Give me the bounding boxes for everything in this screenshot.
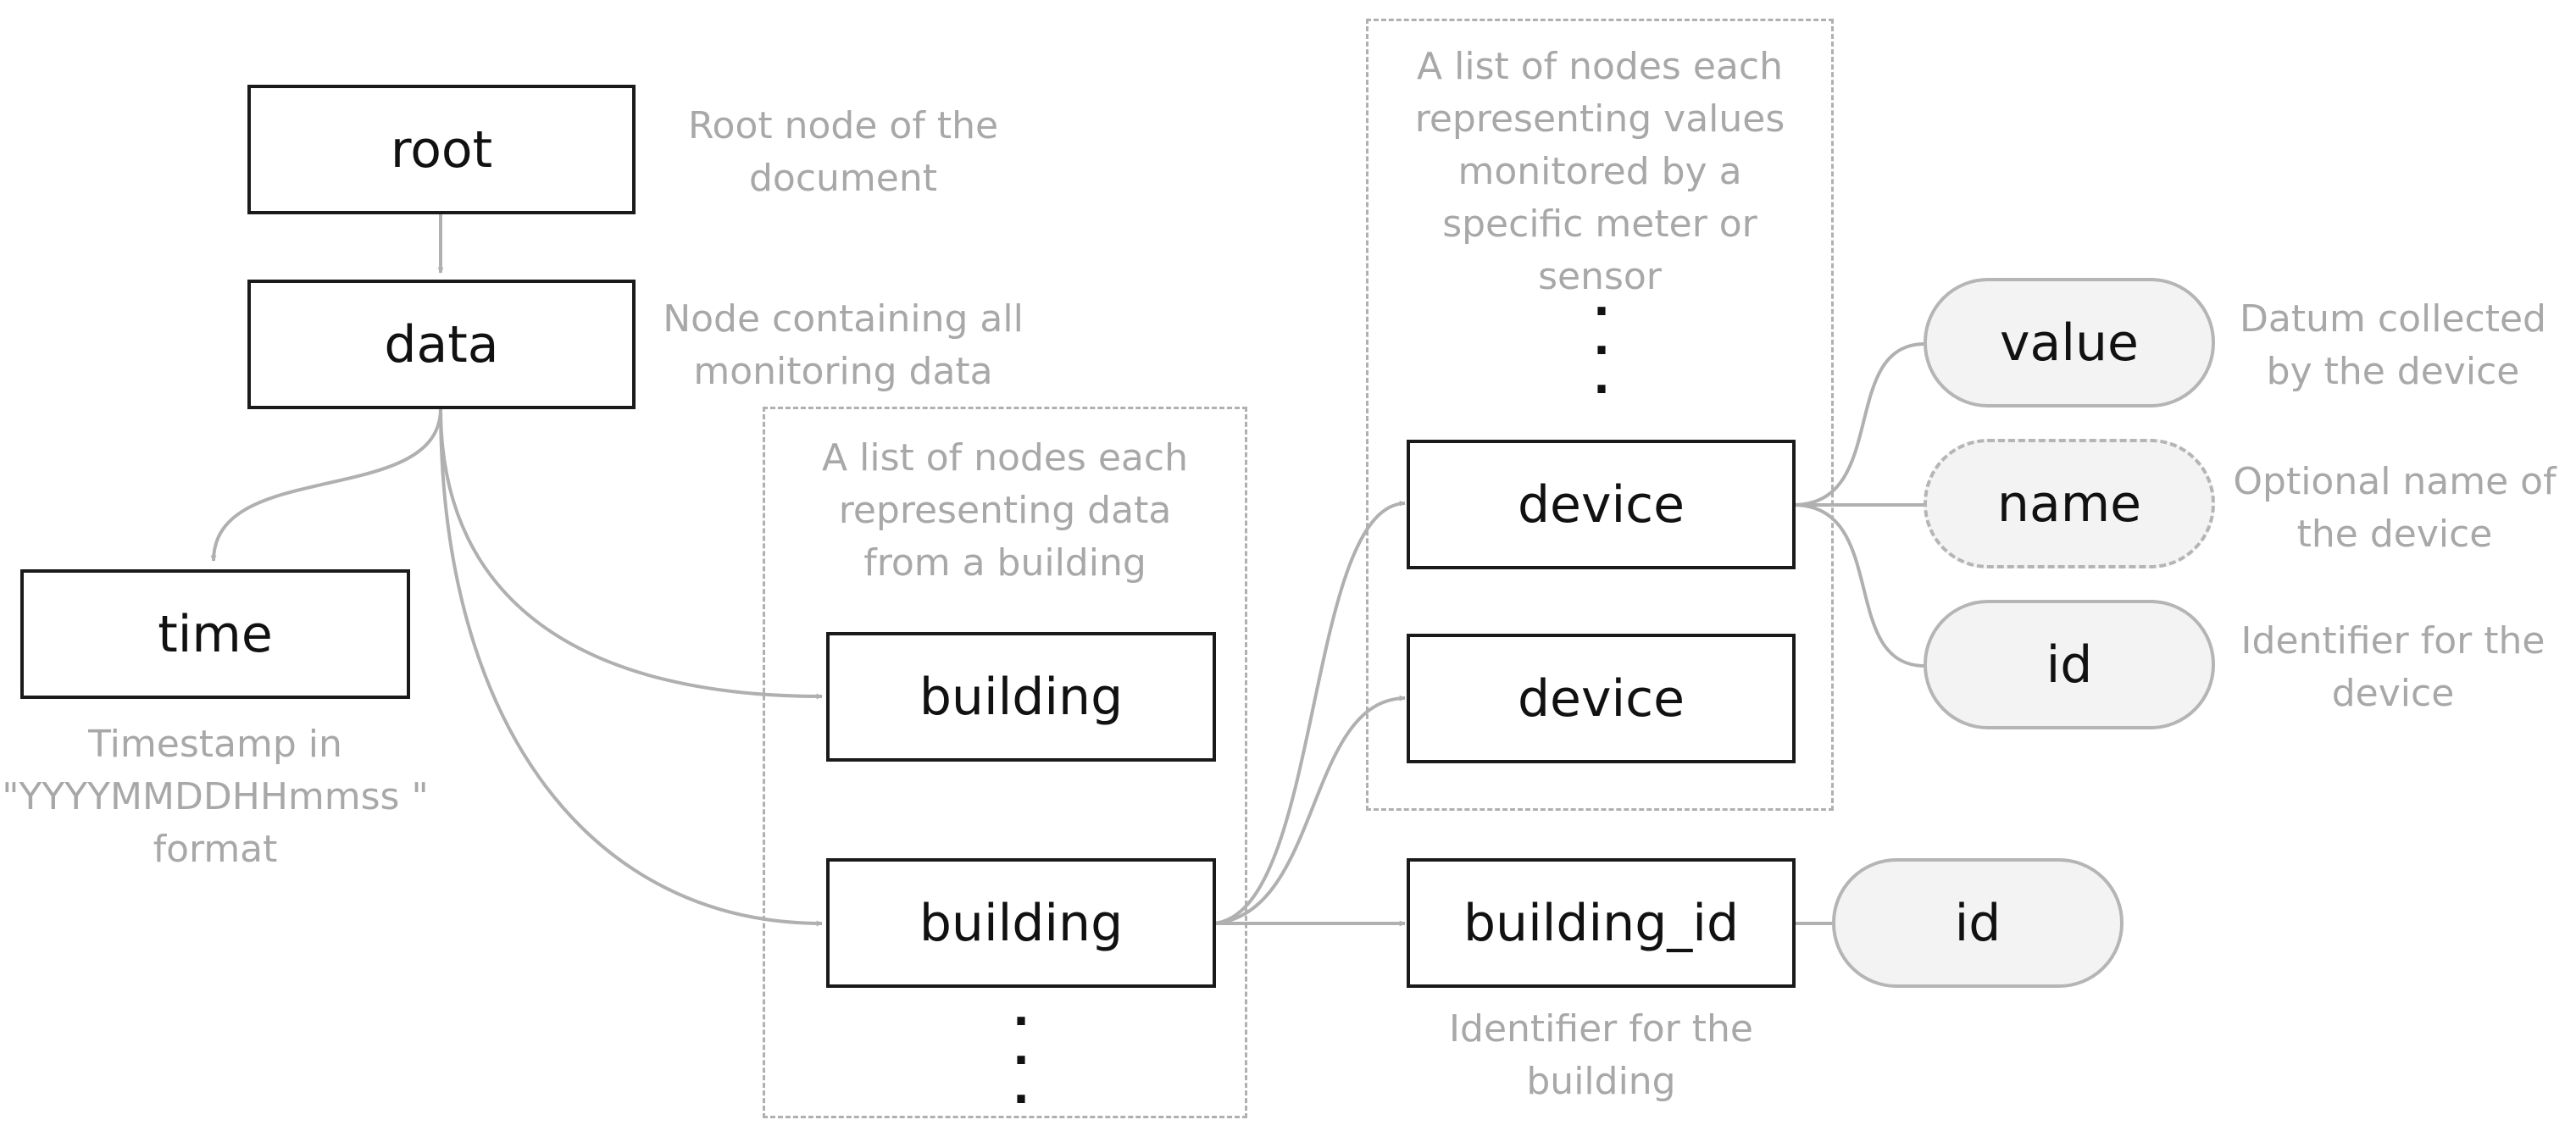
building-list-group [763, 407, 1247, 1118]
device-list-ellipsis: . . . [1593, 275, 1610, 404]
edge-building-device-2 [1213, 695, 1406, 925]
root-caption: Root node of the document [687, 104, 999, 200]
edge-device-value [1792, 342, 1924, 507]
edge-data-time [210, 407, 442, 562]
time-node: time [20, 569, 410, 699]
name-caption: Optional name of the device [2233, 460, 2557, 556]
data-caption: Node containing all monitoring data [663, 297, 1024, 393]
device-id-attribute: id [1924, 600, 2215, 729]
building-node-1: building [826, 632, 1216, 762]
device-node-2: device [1407, 634, 1796, 763]
edge-data-building-1 [439, 407, 823, 700]
device-id-caption: Identifier for the device [2240, 619, 2545, 715]
building-group-caption: A list of nodes each representing data f… [822, 436, 1188, 585]
device-list-group [1366, 19, 1834, 811]
device-node-1: device [1407, 440, 1796, 569]
edge-building-device-1 [1213, 500, 1406, 925]
value-attribute: value [1924, 278, 2215, 407]
building-node-2: building [826, 858, 1216, 988]
edge-device-id [1792, 503, 1924, 668]
building-id-caption: Identifier for the building [1449, 1007, 1753, 1103]
edge-data-building-2 [439, 407, 823, 927]
value-caption: Datum collected by the device [2240, 297, 2546, 393]
root-node: root [247, 85, 636, 214]
name-attribute: name [1924, 439, 2215, 568]
data-node: data [247, 280, 636, 409]
building-id-attribute: id [1832, 858, 2124, 988]
time-caption: Timestamp in "YYYYMMDDHHmmss " format [2, 723, 429, 871]
building-list-ellipsis: . . . [1013, 985, 1030, 1114]
device-group-caption: A list of nodes each representing values… [1414, 45, 1785, 298]
building-id-node: building_id [1407, 858, 1796, 988]
